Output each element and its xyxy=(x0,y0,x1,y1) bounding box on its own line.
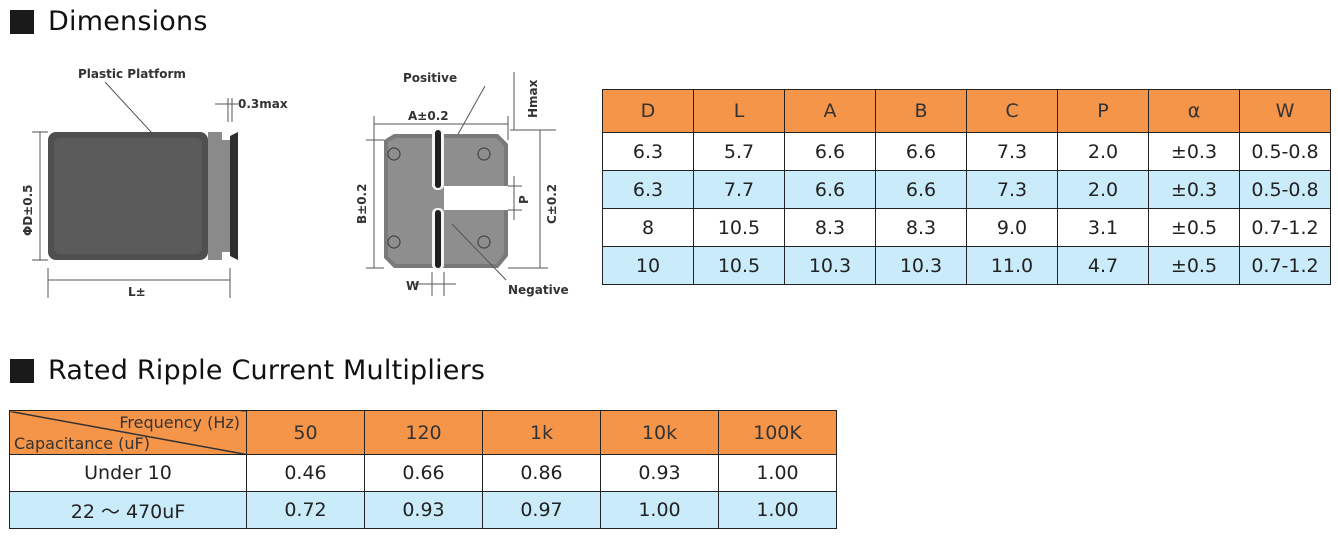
max-03-label: 0.3max xyxy=(238,97,288,111)
negative-label: Negative xyxy=(508,283,569,297)
table-cell: 10 xyxy=(602,246,694,285)
table-cell: 7.3 xyxy=(966,170,1058,209)
side-view: Plastic Platform 0.3max ΦD±0.5 L± xyxy=(21,67,288,299)
table-cell: 4.7 xyxy=(1057,246,1149,285)
table-cell: 0.7-1.2 xyxy=(1239,246,1331,285)
square-bullet-icon xyxy=(10,9,34,34)
table-cell: 1.00 xyxy=(718,491,837,529)
table-cell: 2.0 xyxy=(1057,132,1149,171)
table-cell: 10.5 xyxy=(693,208,785,247)
dimensions-title: Dimensions xyxy=(48,6,208,37)
c-dim-label: C±0.2 xyxy=(545,184,559,224)
table-cell: 0.72 xyxy=(246,491,365,529)
table-cell: 10.3 xyxy=(875,246,967,285)
table-cell: 6.6 xyxy=(875,170,967,209)
table-cell: 8 xyxy=(602,208,694,247)
table-cell: 8.3 xyxy=(875,208,967,247)
column-header: 50 xyxy=(246,410,365,455)
table-cell: ±0.5 xyxy=(1148,246,1240,285)
table-cell: 10.5 xyxy=(693,246,785,285)
b-dim-label: B±0.2 xyxy=(355,184,369,224)
table-cell: 0.5-0.8 xyxy=(1239,170,1331,209)
table-cell: ±0.3 xyxy=(1148,170,1240,209)
column-header: W xyxy=(1239,89,1331,133)
phi-d-label: ΦD±0.5 xyxy=(21,185,35,236)
column-header: α xyxy=(1148,89,1240,133)
table-cell: 7.7 xyxy=(693,170,785,209)
table-cell: 0.93 xyxy=(600,454,719,492)
table-cell: 2.0 xyxy=(1057,170,1149,209)
column-header: A xyxy=(784,89,876,133)
table-cell: 0.93 xyxy=(364,491,483,529)
table-cell: 0.97 xyxy=(482,491,601,529)
w-dim-label: W xyxy=(406,279,419,293)
table-cell: 0.86 xyxy=(482,454,601,492)
positive-label: Positive xyxy=(403,71,457,85)
column-header: 10k xyxy=(600,410,719,455)
bottom-view: Positive Hmax A±0.2 B±0.2 C±0.2 xyxy=(355,71,569,297)
table-cell: ±0.5 xyxy=(1148,208,1240,247)
ripple-title: Rated Ripple Current Multipliers xyxy=(48,355,486,386)
column-header: 120 xyxy=(364,410,483,455)
table-cell: 1.00 xyxy=(718,454,837,492)
column-header: C xyxy=(966,89,1058,133)
table-cell: 6.3 xyxy=(602,132,694,171)
table-cell: 6.6 xyxy=(875,132,967,171)
table-cell: 0.5-0.8 xyxy=(1239,132,1331,171)
table-cell: 5.7 xyxy=(693,132,785,171)
column-header: D xyxy=(602,89,694,133)
table-cell: 1.00 xyxy=(600,491,719,529)
table-cell: 6.6 xyxy=(784,170,876,209)
l-dim-label: L± xyxy=(128,285,146,299)
table-cell: ±0.3 xyxy=(1148,132,1240,171)
column-header: 1k xyxy=(482,410,601,455)
column-header: B xyxy=(875,89,967,133)
ripple-heading: Rated Ripple Current Multipliers xyxy=(10,355,485,386)
column-header: P xyxy=(1057,89,1149,133)
table-cell: 10.3 xyxy=(784,246,876,285)
corner-header-cell: Frequency (Hz) Capacitance (uF) xyxy=(9,410,247,455)
table-cell: 7.3 xyxy=(966,132,1058,171)
column-header: L xyxy=(693,89,785,133)
capacitance-label: Capacitance (uF) xyxy=(14,434,150,453)
table-cell: 3.1 xyxy=(1057,208,1149,247)
table-cell: 0.66 xyxy=(364,454,483,492)
table-cell: 6.3 xyxy=(602,170,694,209)
table-cell: 11.0 xyxy=(966,246,1058,285)
table-cell: 9.0 xyxy=(966,208,1058,247)
plastic-platform-label: Plastic Platform xyxy=(78,67,186,81)
hmax-label: Hmax xyxy=(526,79,540,118)
table-cell: 0.46 xyxy=(246,454,365,492)
frequency-label: Frequency (Hz) xyxy=(119,413,240,432)
row-label-cell: Under 10 xyxy=(9,454,247,492)
dimensions-heading: Dimensions xyxy=(10,6,208,37)
capacitor-dimension-diagram: Plastic Platform 0.3max ΦD±0.5 L± Positi… xyxy=(21,67,569,299)
table-cell: 0.7-1.2 xyxy=(1239,208,1331,247)
table-cell: 8.3 xyxy=(784,208,876,247)
table-cell: 6.6 xyxy=(784,132,876,171)
column-header: 100K xyxy=(718,410,837,455)
row-label-cell: 22 ～ 470uF xyxy=(9,491,247,529)
p-dim-label: P xyxy=(517,195,531,204)
square-bullet-icon xyxy=(10,358,34,383)
a-dim-label: A±0.2 xyxy=(408,109,449,123)
